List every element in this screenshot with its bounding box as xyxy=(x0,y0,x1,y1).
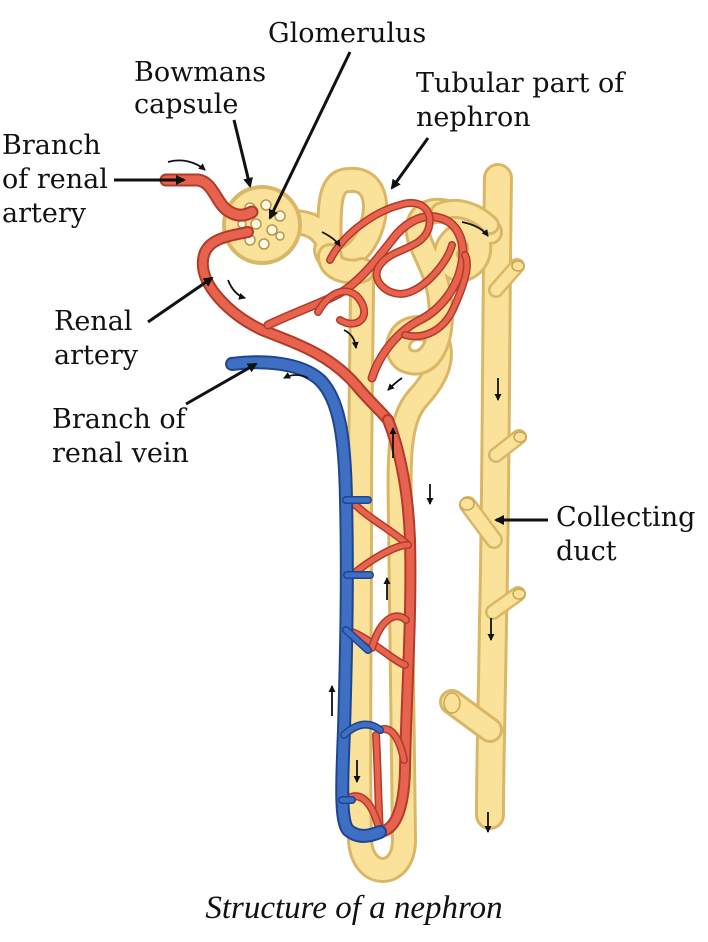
label-bowmans-capsule-line1: Bowmans xyxy=(134,57,267,88)
branch-vein-pointer xyxy=(185,362,258,406)
label-branch-artery-line2: of renal xyxy=(2,164,108,195)
bowmans-pointer xyxy=(232,119,253,188)
flow-arrows xyxy=(167,159,502,833)
label-branch-artery-line3: artery xyxy=(2,198,86,229)
bowmans-capsule xyxy=(222,185,302,265)
label-collecting-duct-line2: duct xyxy=(556,536,617,567)
label-branch-vein-line1: Branch of xyxy=(52,404,186,435)
glomerulus-pointer xyxy=(268,51,352,220)
figure-caption: Structure of a nephron xyxy=(205,890,503,926)
label-branch-artery-line1: Branch xyxy=(2,130,101,161)
label-tubular-line1: Tubular part of xyxy=(416,68,625,99)
label-tubular-line2: nephron xyxy=(416,102,531,133)
artery xyxy=(159,173,471,838)
collecting-duct xyxy=(439,163,527,830)
leader-arrows xyxy=(114,51,548,525)
vein xyxy=(225,355,387,843)
label-renal-artery-line2: artery xyxy=(54,340,138,371)
label-renal-artery-line1: Renal xyxy=(54,306,133,337)
tubular-pointer xyxy=(390,137,430,190)
renal-artery-pointer xyxy=(147,276,214,324)
label-glomerulus: Glomerulus xyxy=(268,18,427,49)
label-branch-vein-line2: renal vein xyxy=(52,438,189,469)
label-bowmans-capsule-line2: capsule xyxy=(134,89,239,120)
label-collecting-duct-line1: Collecting xyxy=(556,502,696,533)
